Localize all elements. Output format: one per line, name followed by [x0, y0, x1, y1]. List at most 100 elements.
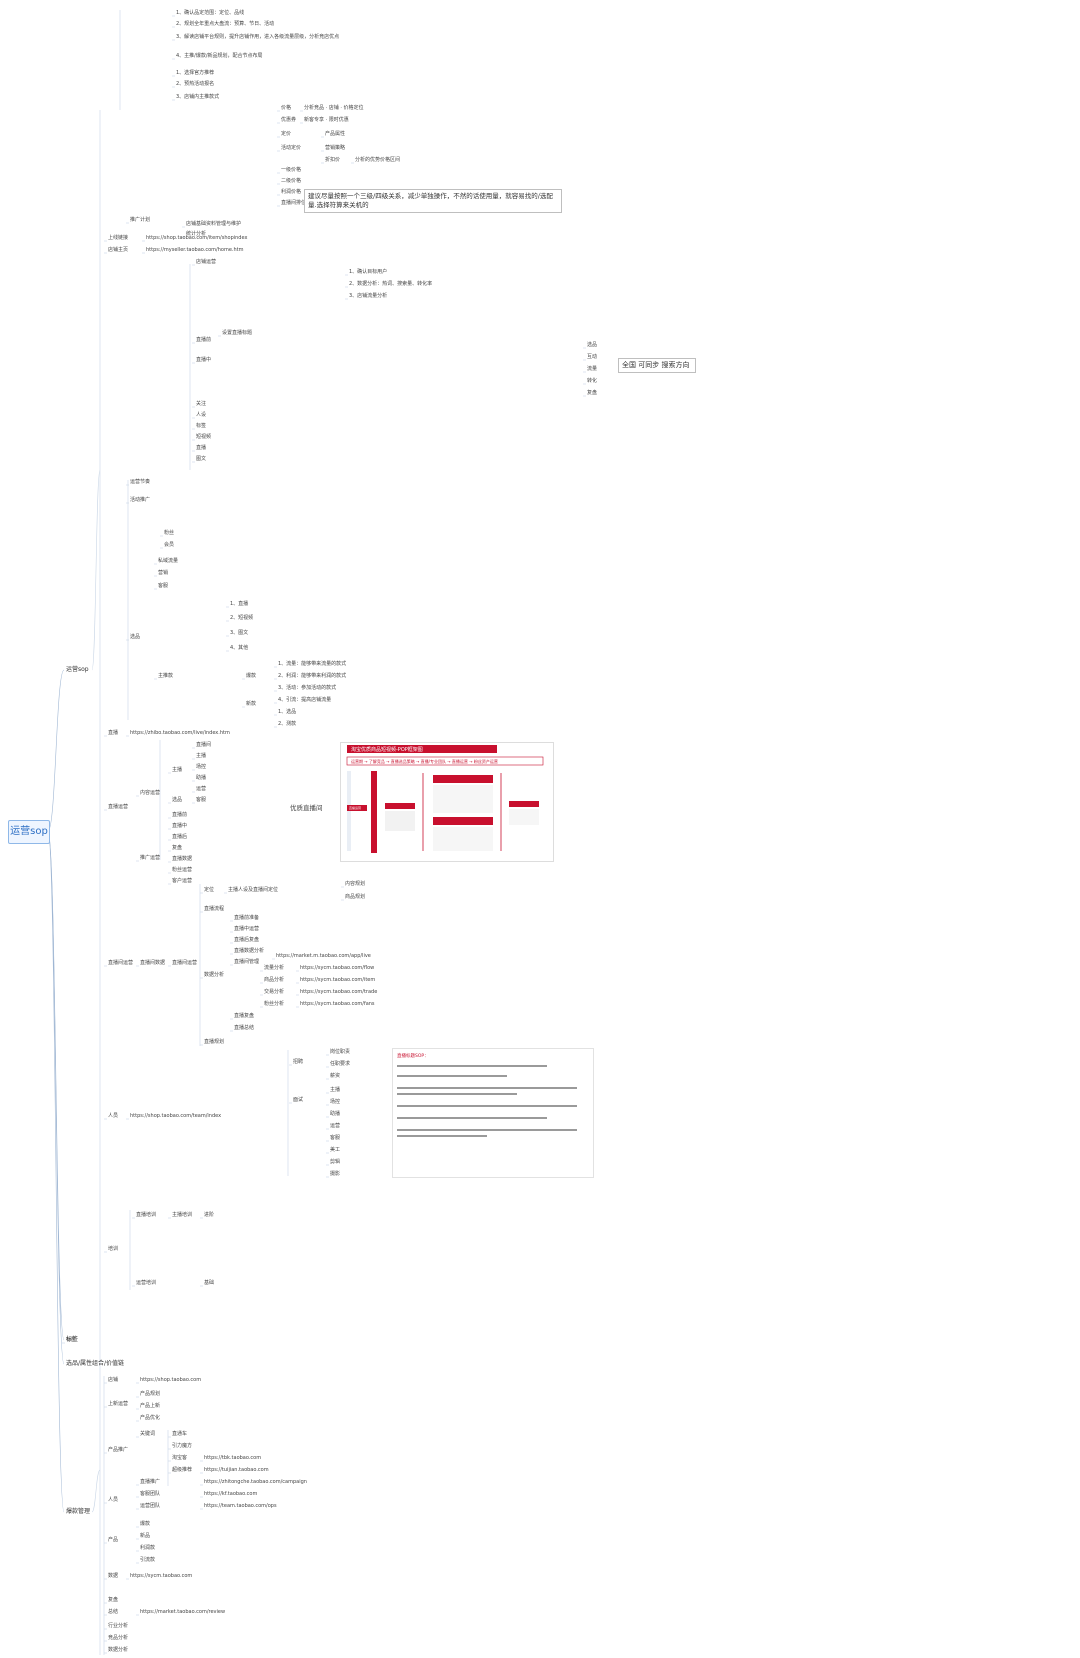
node-label[interactable]: 1、选品 — [278, 709, 297, 715]
node-label[interactable]: 选品 — [130, 634, 141, 640]
node-label[interactable]: https://market.m.taobao.com/app/live — [276, 953, 371, 959]
node-label[interactable]: 商品规划 — [345, 894, 366, 900]
node-label[interactable]: 爆款 — [140, 1521, 151, 1527]
node-label[interactable]: 培训 — [108, 1246, 119, 1252]
node-label[interactable]: 主播 — [196, 753, 207, 759]
node-label[interactable]: 内容规划 — [345, 881, 366, 887]
level1-node[interactable]: 运营sop — [66, 666, 89, 673]
node-label[interactable]: 利润款 — [140, 1545, 156, 1551]
node-label[interactable]: https://shop.taobao.com/item/shopindex — [146, 235, 248, 241]
node-label[interactable]: https://shop.taobao.com — [140, 1377, 202, 1383]
node-label[interactable]: 选品 — [587, 342, 598, 348]
node-label[interactable]: 直播复盘 — [234, 1013, 255, 1019]
node-label[interactable]: 数据分析 — [108, 1647, 129, 1653]
node-label[interactable]: 私域流量 — [158, 558, 179, 564]
node-label[interactable]: 客服 — [158, 583, 169, 589]
node-label[interactable]: 4、引流：提高店铺流量 — [278, 697, 332, 703]
node-label[interactable]: 直播间运营 — [172, 960, 198, 966]
node-label[interactable]: 总结 — [108, 1609, 119, 1615]
node-label[interactable]: 主播人设及直播间定位 — [228, 887, 279, 893]
node-label[interactable]: 图文 — [196, 456, 207, 462]
node-label[interactable]: 招聘 — [293, 1059, 304, 1065]
node-label[interactable]: 直播中 — [196, 357, 212, 363]
node-label[interactable]: 1、流量：能够带来流量的款式 — [278, 661, 347, 667]
node-label[interactable]: 2、数据分析：热词、搜索量、转化率 — [349, 281, 433, 287]
node-label[interactable]: https://tuijian.taobao.com — [204, 1467, 269, 1473]
node-label[interactable]: 直播间排位 — [281, 200, 307, 206]
node-label[interactable]: 直播间 — [196, 742, 212, 748]
node-label[interactable]: https://sycm.taobao.com/flow — [300, 965, 375, 971]
node-label[interactable]: 主播 — [172, 767, 183, 773]
node-label[interactable]: 淘宝客 — [172, 1455, 188, 1461]
node-label[interactable]: 一级价格 — [281, 167, 302, 173]
node-label[interactable]: 人员 — [108, 1497, 119, 1503]
node-label[interactable]: 主播 — [330, 1087, 341, 1093]
node-label[interactable]: 店铺运营 — [196, 259, 217, 265]
node-label[interactable]: 定价 — [281, 131, 292, 137]
node-label[interactable]: 产品上新 — [140, 1403, 161, 1409]
node-label[interactable]: 产品推广 — [108, 1447, 129, 1453]
node-label[interactable]: 粉丝运营 — [172, 867, 193, 873]
node-label[interactable]: 客服 — [330, 1135, 341, 1141]
node-label[interactable]: 分析的优势价格区间 — [355, 157, 401, 163]
node-label[interactable]: 会员 — [164, 542, 175, 548]
node-label[interactable]: 剪辑 — [330, 1159, 341, 1165]
node-label[interactable]: 粉丝分析 — [264, 1001, 285, 1007]
node-label[interactable]: 运营培训 — [136, 1280, 157, 1286]
node-label[interactable]: https://kf.taobao.com — [204, 1491, 258, 1497]
node-label[interactable]: 2、预热活动报名 — [176, 81, 215, 87]
node-label[interactable]: 直播间运营 — [108, 960, 134, 966]
node-label[interactable]: 薪资 — [330, 1073, 341, 1079]
node-label[interactable]: 岗位职责 — [330, 1049, 351, 1055]
node-label[interactable]: 2、利润：能够带来利润的款式 — [278, 673, 347, 679]
node-label[interactable]: 设置直播标题 — [222, 330, 253, 336]
node-label[interactable]: 二级价格 — [281, 178, 302, 184]
node-label[interactable]: 1、确认目标用户 — [349, 269, 388, 275]
node-label[interactable]: 竞品分析 — [108, 1635, 129, 1641]
node-label[interactable]: 活动定价 — [281, 145, 302, 151]
node-label[interactable]: 直播推广 — [140, 1479, 161, 1485]
node-label[interactable]: 定位 — [204, 887, 215, 893]
node-label[interactable]: 3、店铺流量分析 — [349, 293, 388, 299]
node-label[interactable]: 新品 — [140, 1533, 151, 1539]
node-label[interactable]: 转化 — [587, 378, 598, 384]
node-label[interactable]: 推广运营 — [140, 855, 161, 861]
node-label[interactable]: 4、其他 — [230, 645, 249, 651]
node-label[interactable]: https://sycm.taobao.com — [130, 1573, 193, 1579]
node-label[interactable]: 主播培训 — [172, 1212, 193, 1218]
node-label[interactable]: 复盘 — [108, 1597, 119, 1603]
node-label[interactable]: 直播前 — [196, 337, 212, 343]
node-label[interactable]: 任职要求 — [330, 1061, 351, 1067]
node-label[interactable]: 3、图文 — [230, 630, 249, 636]
node-label[interactable]: 运营团队 — [140, 1503, 161, 1509]
node-label[interactable]: 基础 — [204, 1280, 215, 1286]
node-label[interactable]: 直播数据分析 — [234, 948, 265, 954]
node-label[interactable]: https://sycm.taobao.com/item — [300, 977, 376, 983]
node-label[interactable]: 营销策略 — [325, 145, 346, 151]
node-label[interactable]: 选品 — [172, 797, 183, 803]
node-label[interactable]: 3、活动：参加活动的款式 — [278, 685, 337, 691]
node-label[interactable]: 直播培训 — [136, 1212, 157, 1218]
node-label[interactable]: 直播总结 — [234, 1025, 255, 1031]
node-label[interactable]: 直通车 — [172, 1431, 188, 1437]
node-label[interactable]: 内容运营 — [140, 790, 161, 796]
node-label[interactable]: 流量分析 — [264, 965, 285, 971]
node-label[interactable]: 主推款 — [158, 673, 174, 679]
node-label[interactable]: 2、测款 — [278, 721, 297, 727]
node-label[interactable]: 引力魔方 — [172, 1443, 193, 1449]
node-label[interactable]: 场控 — [330, 1099, 341, 1105]
node-label[interactable]: 客户运营 — [172, 878, 193, 884]
node-label[interactable]: 爆款 — [246, 673, 257, 679]
node-label[interactable]: 直播 — [196, 445, 207, 451]
node-label[interactable]: 互动 — [587, 354, 598, 360]
node-label[interactable]: 4、主推/爆款/新品规划，配合节点布局 — [176, 53, 263, 59]
node-label[interactable]: 产品规划 — [140, 1391, 161, 1397]
node-label[interactable]: 直播后 — [172, 834, 188, 840]
node-label[interactable]: 上新运营 — [108, 1401, 129, 1407]
node-label[interactable]: https://myseller.taobao.com/home.htm — [146, 247, 244, 253]
node-label[interactable]: 新客专享 · 限时优惠 — [304, 117, 349, 123]
node-label[interactable]: 商品分析 — [264, 977, 285, 983]
node-label[interactable]: 推广计划 — [130, 217, 151, 223]
node-label[interactable]: 运营 — [330, 1123, 341, 1129]
node-label[interactable]: 助播 — [196, 775, 207, 781]
